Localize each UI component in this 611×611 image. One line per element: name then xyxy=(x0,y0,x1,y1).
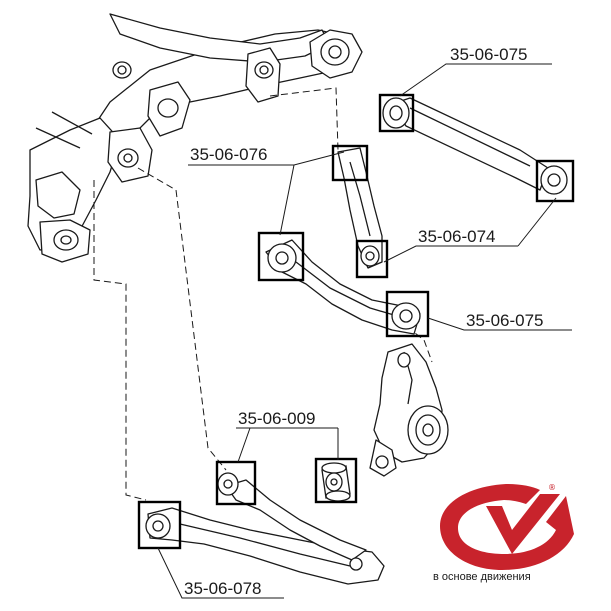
highlight-box-loose-bushing xyxy=(314,457,358,504)
lower-control-arm xyxy=(145,472,385,585)
curved-upper-arm xyxy=(265,239,421,335)
highlight-box-upper-link-outer xyxy=(535,159,575,203)
highlight-box-lower-arm-rear xyxy=(137,500,182,550)
brand-logo: ® в основе движения xyxy=(433,483,574,583)
loose-bushing xyxy=(321,462,351,502)
logo-mark xyxy=(440,484,574,570)
toe-link xyxy=(337,147,383,269)
logo-check xyxy=(486,494,560,554)
highlight-boxes xyxy=(137,93,575,550)
callout-label-toe-link: 35-06-074 xyxy=(418,227,496,246)
highlight-box-toe-link-lower xyxy=(355,239,389,279)
rear-subframe xyxy=(27,13,363,263)
callout-label-lower-arm-rear: 35-06-078 xyxy=(184,579,262,598)
logo-slogan: в основе движения xyxy=(433,571,531,583)
highlight-box-curved-arm-inner xyxy=(257,231,305,282)
highlight-box-lower-arm-front xyxy=(215,460,257,506)
callout-label-curved-arm: 35-06-076 xyxy=(190,145,268,164)
callout-label-curved-arm-outer: 35-06-075 xyxy=(466,311,544,330)
highlight-box-curved-arm-outer xyxy=(385,290,430,338)
highlight-box-upper-link-inner xyxy=(378,93,415,133)
registered-mark: ® xyxy=(548,483,556,492)
wheel-knuckle xyxy=(369,343,449,477)
leader-lines xyxy=(157,63,572,599)
callout-labels: 35-06-075 35-06-076 35-06-074 35-06-075 … xyxy=(184,45,544,598)
highlight-box-toe-link-upper xyxy=(331,144,369,182)
callout-label-lower-arm-bushing: 35-06-009 xyxy=(238,409,316,428)
assembly-guide-lines xyxy=(93,87,433,501)
callout-label-upper-link: 35-06-075 xyxy=(450,45,528,64)
upper-straight-link xyxy=(382,97,568,195)
